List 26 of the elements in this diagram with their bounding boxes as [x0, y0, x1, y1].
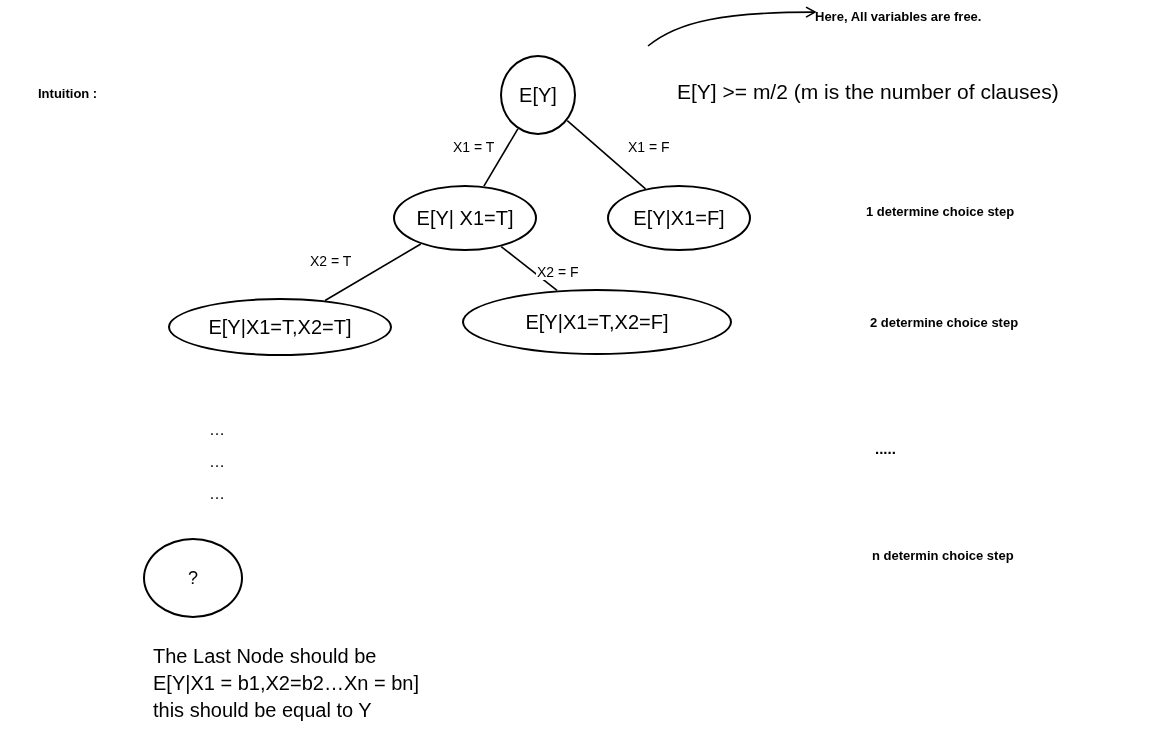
annotation-text: .....: [875, 440, 896, 459]
node-text: E[Y]: [519, 83, 557, 108]
edge-label: X2 = T: [309, 253, 353, 269]
annotation-text: …: [209, 484, 225, 504]
edge-label: X1 = F: [627, 139, 671, 155]
annotation-text: The Last Node should be: [153, 644, 377, 669]
annotation-text: 2 determine choice step: [870, 315, 1019, 332]
annotation-text: E[Y|X1 = b1,X2=b2…Xn = bn]: [153, 671, 419, 696]
annotation-text: n determin choice step: [872, 548, 1014, 565]
annotation-text: this should be equal to Y: [153, 698, 372, 723]
edge-label: X1 = T: [452, 139, 496, 155]
annotation-text: …: [209, 452, 225, 472]
node-text: E[Y|X1=F]: [633, 206, 725, 231]
edge-label: X2 = F: [536, 264, 580, 280]
tree-edge: [483, 128, 519, 187]
note-text: Here, All variables are free.: [815, 7, 1085, 27]
node-text: E[Y| X1=T]: [416, 206, 514, 231]
tree-edge: [500, 245, 558, 292]
node-text: E[Y|X1=T,X2=T]: [208, 315, 352, 340]
node-text: ?: [188, 566, 198, 590]
annotation-text: 1 determine choice step: [866, 204, 1015, 221]
curved-arrow: [647, 6, 816, 47]
annotation-text: Intuition :: [38, 86, 98, 103]
annotation-text: …: [209, 420, 225, 440]
annotation-text: E[Y] >= m/2 (m is the number of clauses): [677, 79, 1059, 105]
node-text: E[Y|X1=T,X2=F]: [525, 310, 669, 335]
